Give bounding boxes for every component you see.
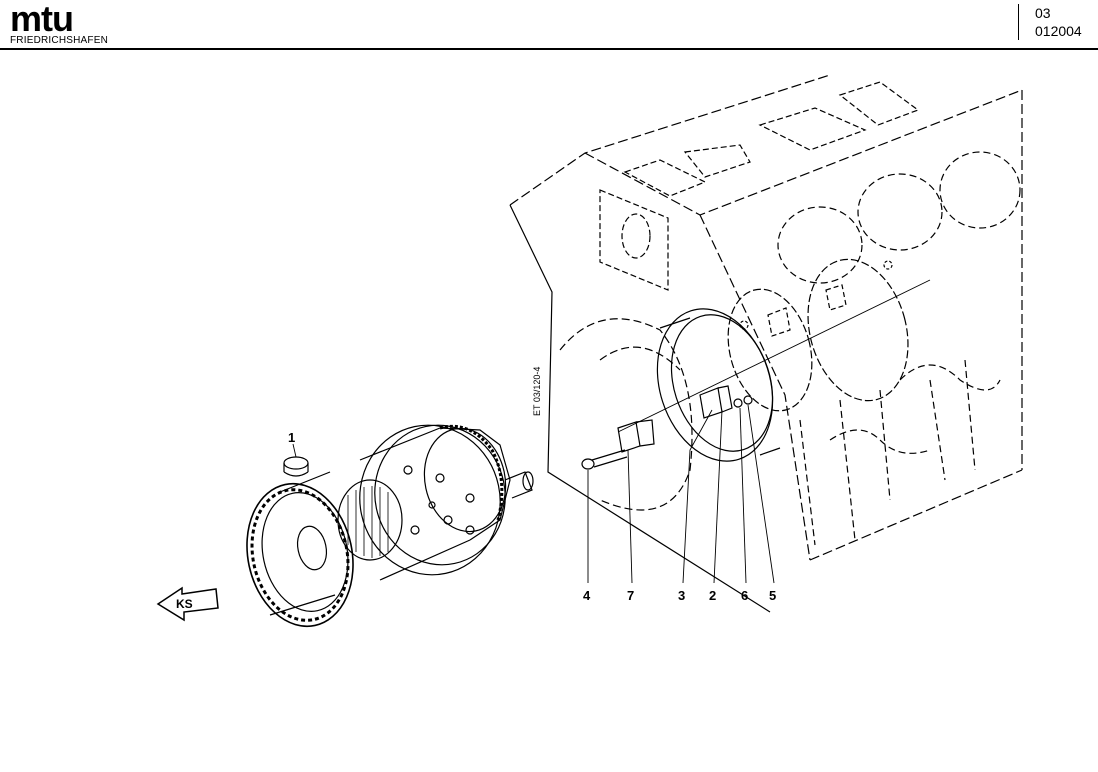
bearing-housing-ring: [656, 308, 781, 462]
group-number: 03: [1035, 5, 1051, 21]
engine-block: [509, 74, 1023, 613]
callout-5: 5: [769, 588, 776, 603]
leader-lines: [292, 404, 775, 584]
logo-subtitle: FRIEDRICHSHAFEN: [10, 35, 109, 46]
callout-7: 7: [627, 588, 634, 603]
crankshaft-gear-assembly: [246, 424, 534, 628]
rear-bearing-ring: [727, 258, 909, 412]
direction-arrow: [156, 586, 219, 622]
header-divider: [0, 48, 1098, 50]
pin-part: [283, 456, 309, 477]
callout-3: 3: [678, 588, 685, 603]
drawing-number: 012004: [1035, 23, 1082, 39]
screw: [581, 449, 628, 470]
page-reference: 03 012004: [1018, 4, 1096, 40]
mtu-logo: mtu FRIEDRICHSHAFEN: [10, 0, 110, 47]
callout-1: 1: [288, 430, 295, 445]
direction-marker-label: KS: [176, 597, 193, 611]
callout-2: 2: [709, 588, 716, 603]
logo-wordmark: mtu: [10, 0, 74, 39]
reference-code: ET 03/120-4: [532, 367, 542, 416]
thrust-plates: [617, 260, 893, 453]
callout-4: 4: [583, 588, 591, 603]
callout-6: 6: [741, 588, 748, 603]
